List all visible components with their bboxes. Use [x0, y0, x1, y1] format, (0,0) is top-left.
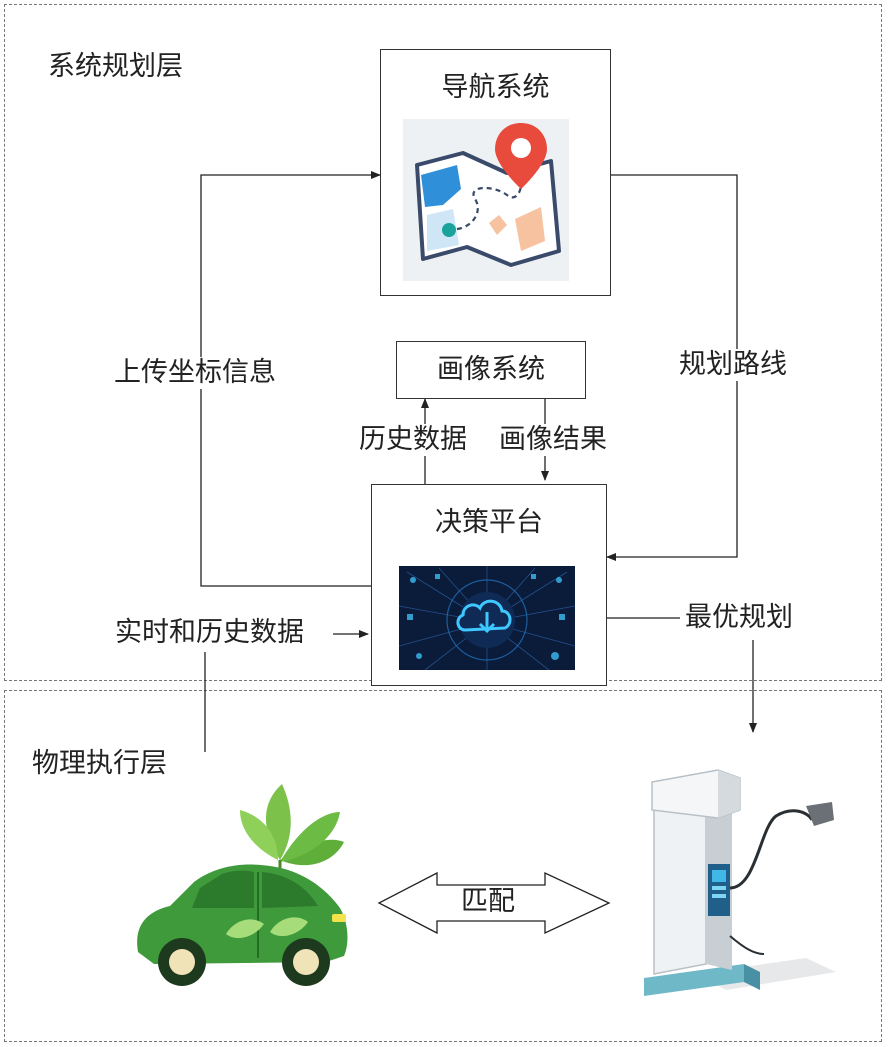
image-system-node: 画像系统 [396, 341, 586, 399]
decision-platform-label: 决策平台 [435, 507, 543, 538]
navigation-system-label: 导航系统 [441, 72, 550, 103]
optimal-plan-label: 最优规划 [683, 602, 795, 634]
map-pin-icon [403, 119, 569, 281]
navigation-system-node: 导航系统 [380, 49, 611, 296]
system-layer-label: 系统规划层 [48, 51, 183, 82]
physical-execution-layer [4, 690, 882, 1042]
match-label: 匹配 [461, 886, 515, 917]
image-result-label: 画像结果 [497, 424, 609, 456]
cloud-download-icon [399, 566, 575, 670]
charging-station-icon [644, 769, 836, 996]
decision-platform-node: 决策平台 [371, 484, 607, 686]
green-electric-car-icon [137, 784, 348, 986]
plan-route-label: 规划路线 [677, 349, 789, 381]
history-data-label: 历史数据 [357, 424, 469, 456]
realtime-data-label: 实时和历史数据 [113, 617, 306, 649]
upload-coordinates-label: 上传坐标信息 [112, 357, 278, 389]
match-double-arrow [377, 871, 611, 935]
image-system-label: 画像系统 [437, 354, 545, 385]
physical-layer-label: 物理执行层 [30, 748, 169, 780]
